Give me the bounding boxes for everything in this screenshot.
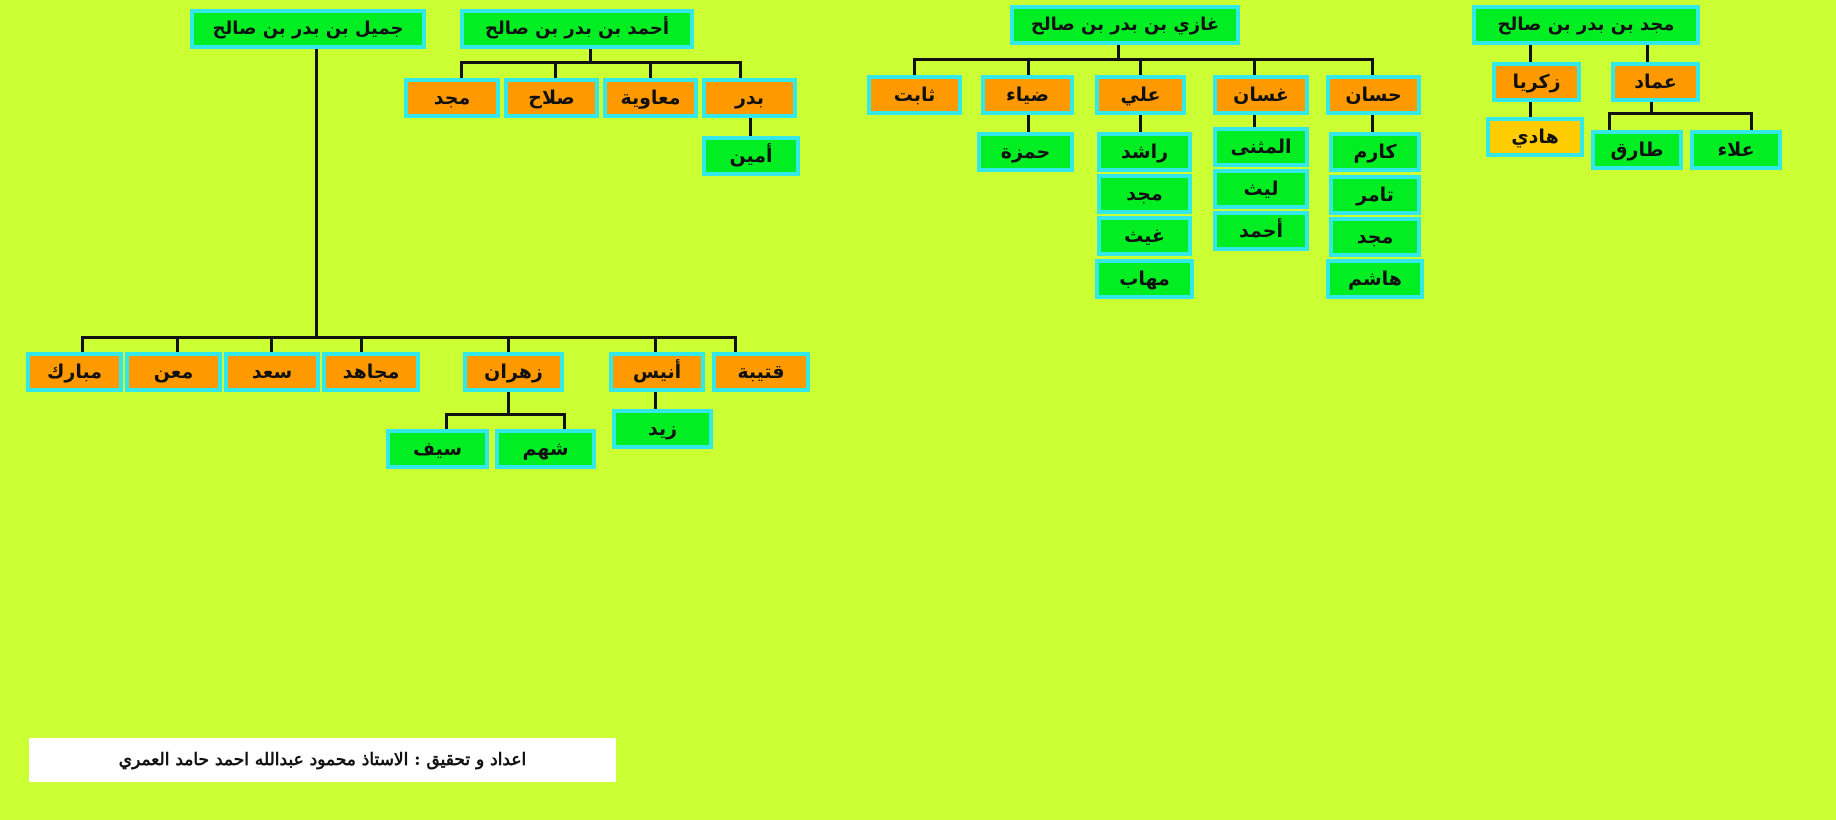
connector xyxy=(749,117,752,139)
child-node-thabit: ثابت xyxy=(867,75,962,115)
connector xyxy=(1139,58,1142,78)
leaf-node-sayf: سيف xyxy=(386,429,489,469)
connector xyxy=(654,390,657,412)
leaf-node-ahmad: أحمد xyxy=(1213,211,1309,251)
child-node-diya: ضياء xyxy=(981,75,1074,115)
connector xyxy=(445,413,448,433)
root-node-ghazi: غازي بن بدر بن صالح xyxy=(1010,5,1240,45)
connector xyxy=(1608,112,1753,115)
connector xyxy=(1529,41,1532,65)
child-node-qutayba: قتيبة xyxy=(712,352,810,392)
connector xyxy=(1650,98,1653,115)
leaf-node-tamir: تامر xyxy=(1329,175,1421,215)
connector xyxy=(1646,41,1649,65)
child-node-hassan: حسان xyxy=(1326,75,1421,115)
connector xyxy=(1371,58,1374,78)
root-node-majd: مجد بن بدر بن صالح xyxy=(1472,5,1700,45)
child-node-ali: علي xyxy=(1095,75,1186,115)
child-node-badr: بدر xyxy=(702,78,797,118)
child-node-imad: عماد xyxy=(1611,62,1700,102)
leaf-node-shahm: شهم xyxy=(495,429,596,469)
connector xyxy=(460,61,742,64)
leaf-node-ghayth: غيث xyxy=(1097,216,1192,256)
connector xyxy=(654,336,657,356)
connector xyxy=(1608,112,1611,132)
connector xyxy=(554,61,557,81)
child-node-majd: مجد xyxy=(404,78,500,118)
connector xyxy=(589,47,592,64)
child-node-salah: صلاح xyxy=(504,78,599,118)
connector xyxy=(1529,98,1532,120)
child-node-anis: أنيس xyxy=(609,352,705,392)
leaf-node-amin: أمين xyxy=(702,136,800,176)
root-node-jamil: جميل بن بدر بن صالح xyxy=(190,9,426,49)
connector xyxy=(1027,113,1030,135)
leaf-node-rashid: راشد xyxy=(1097,132,1192,172)
leaf-node-hashim: هاشم xyxy=(1326,259,1424,299)
connector xyxy=(913,58,1374,61)
connector xyxy=(734,336,737,356)
connector xyxy=(460,61,463,81)
child-node-mubarak: مبارك xyxy=(26,352,123,392)
child-node-zakariya: زكريا xyxy=(1492,62,1581,102)
leaf-node-hadi: هادي xyxy=(1486,117,1584,157)
connector xyxy=(1117,43,1120,61)
connector xyxy=(1253,111,1256,131)
connector xyxy=(360,336,363,356)
connector xyxy=(507,336,510,356)
connector xyxy=(563,413,566,433)
child-node-mujahid: مجاهد xyxy=(322,352,420,392)
root-node-ahmad: أحمد بن بدر بن صالح xyxy=(460,9,694,49)
connector xyxy=(176,336,179,356)
connector xyxy=(445,413,565,416)
connector xyxy=(649,61,652,81)
connector xyxy=(1139,113,1142,135)
connector xyxy=(1750,112,1753,132)
leaf-node-layth: ليث xyxy=(1213,169,1309,209)
leaf-node-muthanna: المثنى xyxy=(1213,127,1309,167)
connector xyxy=(315,43,318,339)
leaf-node-zayd: زيد xyxy=(612,409,713,449)
connector xyxy=(81,336,84,356)
connector xyxy=(913,58,916,78)
leaf-node-tariq: طارق xyxy=(1591,130,1683,170)
author-credit: اعداد و تحقيق : الاستاذ محمود عبدالله اح… xyxy=(29,738,616,782)
leaf-node-majd: مجد xyxy=(1329,217,1421,257)
connector xyxy=(739,61,742,81)
leaf-node-muhab: مهاب xyxy=(1095,259,1194,299)
connector xyxy=(270,336,273,356)
leaf-node-ala: علاء xyxy=(1690,130,1782,170)
leaf-node-majd: مجد xyxy=(1097,174,1192,214)
leaf-node-karim: كارم xyxy=(1329,132,1421,172)
connector xyxy=(81,336,737,339)
leaf-node-hamza: حمزة xyxy=(977,132,1074,172)
connector xyxy=(1027,58,1030,78)
child-node-saad: سعد xyxy=(224,352,320,392)
child-node-maan: معن xyxy=(125,352,222,392)
child-node-zahran: زهران xyxy=(463,352,564,392)
connector xyxy=(1371,113,1374,135)
child-node-muawiya: معاوية xyxy=(603,78,698,118)
child-node-ghassan: غسان xyxy=(1213,75,1309,115)
connector xyxy=(507,390,510,415)
connector xyxy=(1253,58,1256,78)
